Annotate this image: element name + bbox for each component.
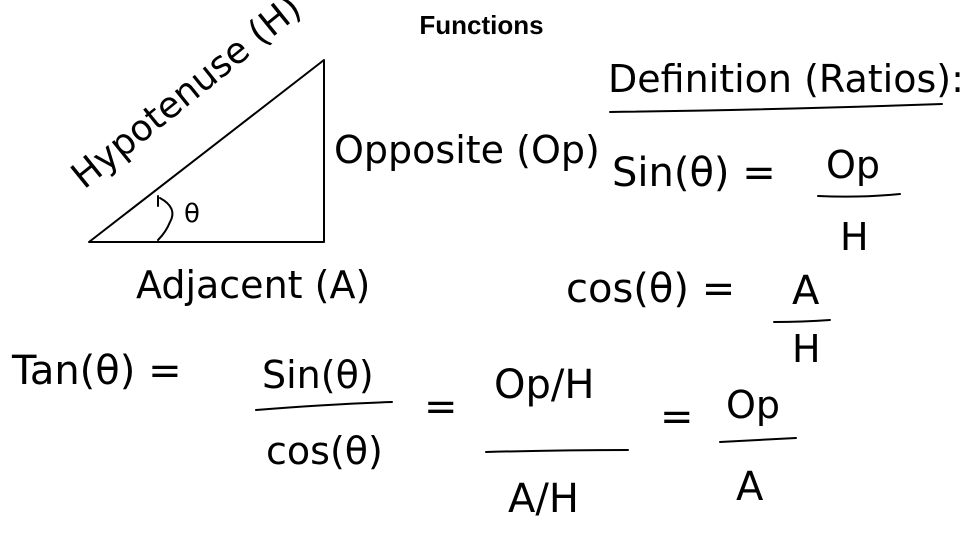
right-triangle: [88, 59, 325, 243]
tan-step3-numerator: Op: [726, 383, 780, 427]
definition-heading: Definition (Ratios):: [608, 57, 964, 101]
definition-underline: [609, 103, 943, 113]
cos-denominator: H: [792, 327, 821, 371]
triangle-outline: [88, 59, 325, 243]
opposite-label: Opposite (Op): [334, 128, 600, 172]
sin-denominator: H: [840, 215, 869, 259]
sin-definition: Sin(θ) = Op H: [612, 143, 901, 259]
tan-derivation: Tan(θ) = Sin(θ) cos(θ) = Op/H A/H = Op A: [11, 348, 797, 522]
page-title: Functions: [419, 10, 544, 40]
tan-step2-denominator: A/H: [508, 476, 579, 522]
tan-step1-fraction-bar: [255, 401, 393, 411]
sin-fraction-bar: [817, 193, 901, 198]
tan-step1-numerator: Sin(θ): [262, 353, 374, 397]
adjacent-label: Adjacent (A): [136, 263, 370, 307]
sin-numerator: Op: [826, 143, 880, 187]
cos-lhs: cos(θ) =: [566, 266, 735, 312]
sin-lhs: Sin(θ) =: [612, 150, 776, 196]
tan-eq1: =: [424, 384, 458, 430]
tan-step1-denominator: cos(θ): [266, 429, 383, 473]
cos-definition: cos(θ) = A H: [566, 266, 831, 371]
tan-step2-numerator: Op/H: [494, 362, 594, 408]
tan-lhs: Tan(θ) =: [11, 348, 182, 394]
angle-label: θ: [184, 199, 200, 229]
cos-fraction-bar: [773, 319, 831, 323]
cos-numerator: A: [792, 268, 820, 314]
tan-eq2: =: [660, 394, 694, 440]
angle-arc: [157, 197, 174, 241]
tan-step3-fraction-bar: [719, 437, 797, 443]
tan-step2-fraction-bar: [485, 449, 629, 453]
tan-step3-denominator: A: [736, 464, 764, 510]
